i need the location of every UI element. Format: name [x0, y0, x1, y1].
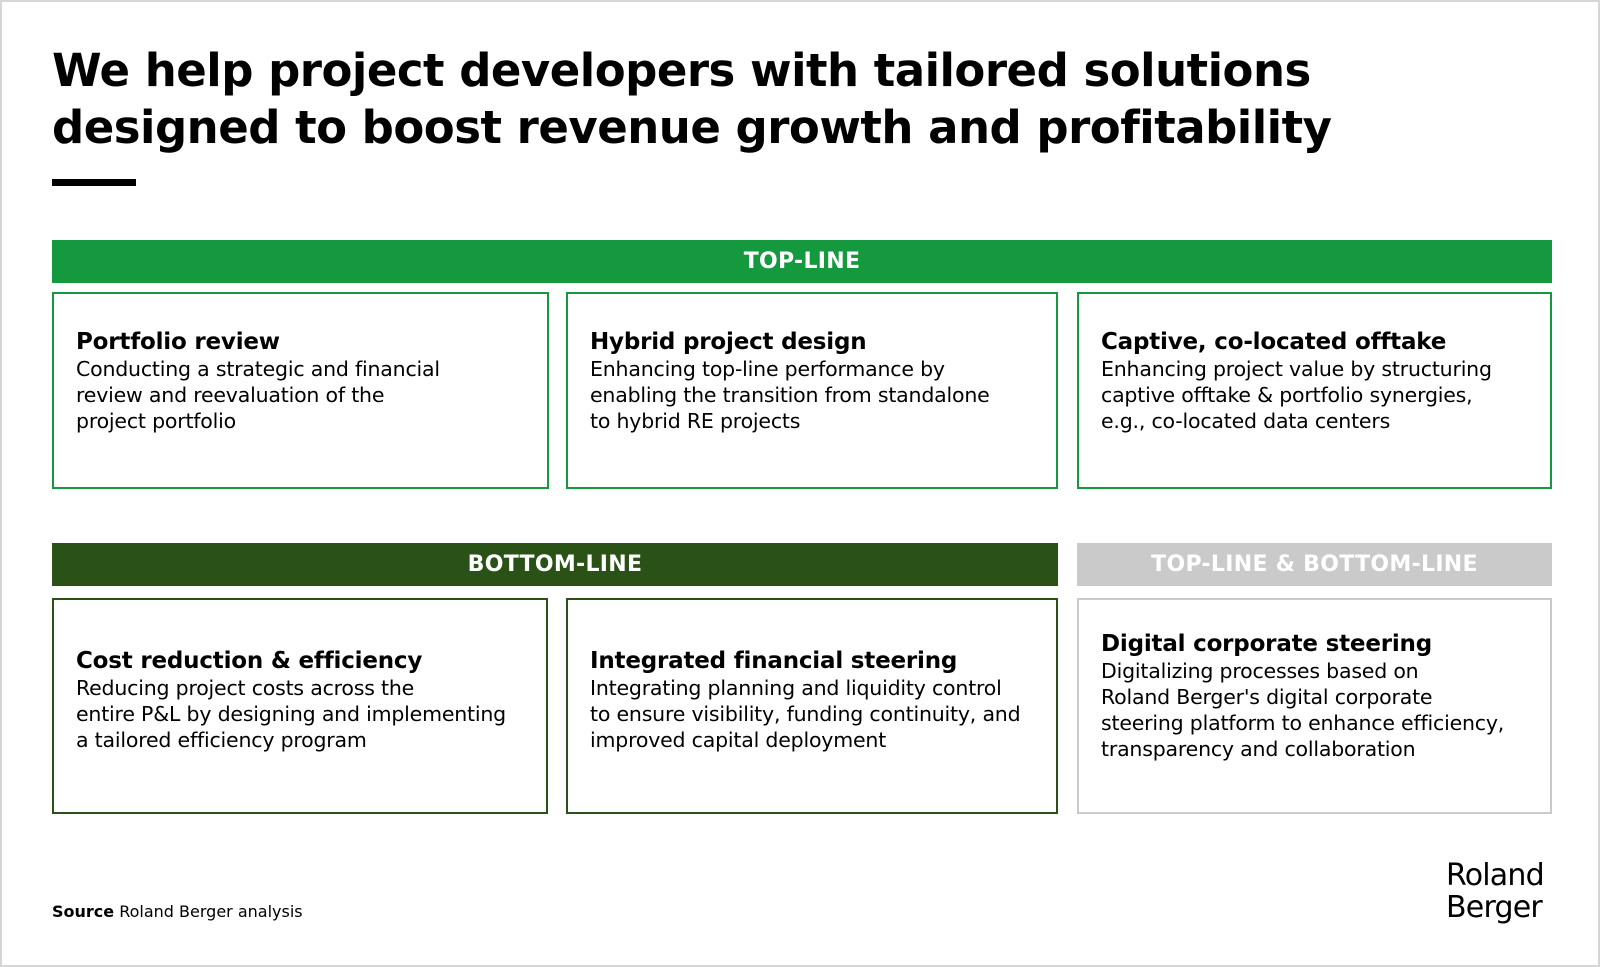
- card-digital-corporate-steering: Digital corporate steering Digitalizing …: [1077, 598, 1552, 814]
- card-description: Integrating planning and liquidity contr…: [590, 675, 1036, 753]
- title-accent-bar: [52, 179, 136, 186]
- card-hybrid-project-design: Hybrid project design Enhancing top-line…: [566, 292, 1058, 489]
- slide-title-line-1: We help project developers with tailored…: [52, 44, 1311, 97]
- bottom-line-header: BOTTOM-LINE: [52, 543, 1058, 586]
- card-description: Digitalizing processes based on Roland B…: [1101, 658, 1530, 762]
- card-description: Conducting a strategic and financial rev…: [76, 356, 527, 434]
- top-and-bottom-line-header: TOP-LINE & BOTTOM-LINE: [1077, 543, 1552, 586]
- card-portfolio-review: Portfolio review Conducting a strategic …: [52, 292, 549, 489]
- source-text: Roland Berger analysis: [114, 902, 303, 921]
- card-description-line: a tailored efficiency program: [76, 728, 367, 752]
- card-description-line: entire P&L by designing and implementing: [76, 702, 506, 726]
- card-title: Hybrid project design: [590, 328, 867, 355]
- source-label: Source: [52, 902, 115, 921]
- card-description-line: steering platform to enhance efficiency,: [1101, 711, 1505, 735]
- card-description-line: project portfolio: [76, 408, 236, 433]
- roland-berger-logo: Roland Berger: [1446, 860, 1556, 924]
- top-line-header: TOP-LINE: [52, 240, 1552, 283]
- card-title: Captive, co-located offtake: [1101, 328, 1447, 355]
- card-captive-offtake: Captive, co-located offtake Enhancing pr…: [1077, 292, 1552, 489]
- card-description-line: Roland Berger's digital corporate: [1101, 685, 1433, 709]
- slide-title-line-2: designed to boost revenue growth and pro…: [52, 101, 1332, 154]
- logo-line-2: Berger: [1446, 890, 1543, 925]
- card-title: Integrated financial steering: [590, 648, 958, 674]
- card-description-line: captive offtake & portfolio synergies,: [1101, 382, 1473, 407]
- card-integrated-financial-steering: Integrated financial steering Integratin…: [566, 598, 1058, 814]
- card-cost-reduction: Cost reduction & efficiency Reducing pro…: [52, 598, 548, 814]
- card-description: Reducing project costs across the entire…: [76, 675, 526, 753]
- card-description-line: Conducting a strategic and financial: [76, 356, 440, 381]
- card-description-line: transparency and collaboration: [1101, 737, 1416, 761]
- card-description-line: Enhancing project value by structuring: [1101, 356, 1492, 381]
- card-description-line: Integrating planning and liquidity contr…: [590, 676, 1002, 700]
- card-description: Enhancing project value by structuring c…: [1101, 356, 1530, 434]
- card-description-line: to hybrid RE projects: [590, 408, 801, 433]
- slide-title: We help project developers with tailored…: [52, 42, 1352, 156]
- card-title: Digital corporate steering: [1101, 631, 1432, 657]
- card-description-line: improved capital deployment: [590, 728, 887, 752]
- card-description-line: Reducing project costs across the: [76, 676, 415, 700]
- card-description-line: Digitalizing processes based on: [1101, 659, 1419, 683]
- card-description-line: Enhancing top-line performance by: [590, 356, 945, 381]
- card-description-line: review and reevaluation of the: [76, 382, 385, 407]
- card-description-line: to ensure visibility, funding continuity…: [590, 702, 1021, 726]
- card-description-line: enabling the transition from standalone: [590, 382, 990, 407]
- logo-line-1: Roland: [1446, 858, 1545, 893]
- card-title: Cost reduction & efficiency: [76, 648, 423, 674]
- card-title: Portfolio review: [76, 328, 280, 355]
- card-description: Enhancing top-line performance by enabli…: [590, 356, 1036, 434]
- source-note: Source Roland Berger analysis: [52, 902, 303, 921]
- card-description-line: e.g., co-located data centers: [1101, 408, 1391, 433]
